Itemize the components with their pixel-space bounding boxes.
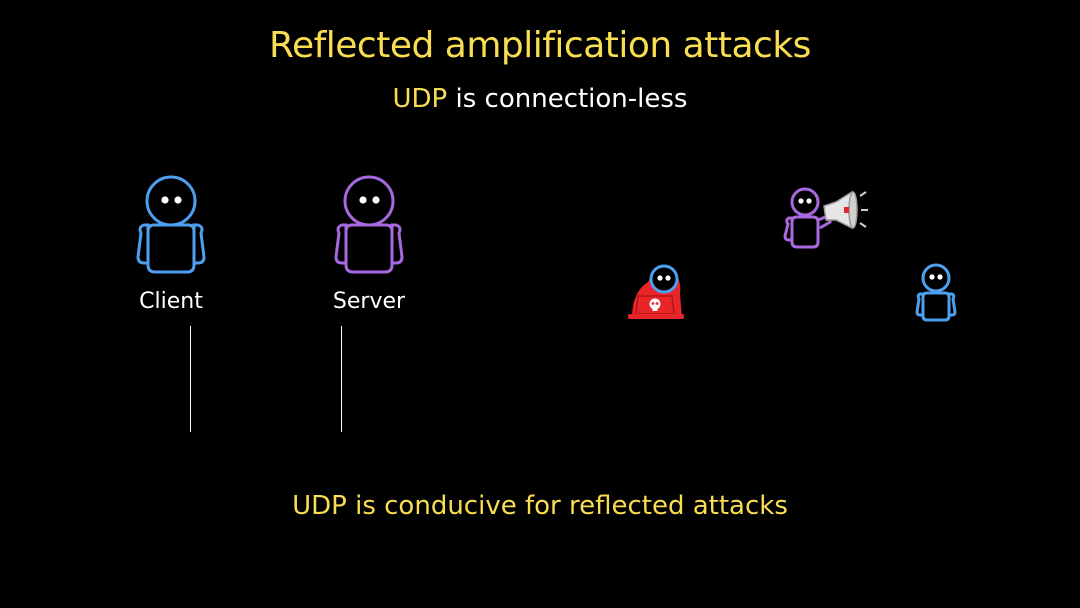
client-lifeline: [190, 326, 191, 432]
server-person-icon: [332, 175, 406, 277]
subtitle-rest: is connection-less: [447, 84, 688, 114]
client-person-icon: [134, 175, 208, 277]
client-label: Client: [139, 289, 203, 314]
subtitle-highlight: UDP: [392, 84, 448, 114]
slide-title: Reflected amplification attacks: [269, 25, 811, 66]
victim-person-icon: [914, 262, 960, 324]
server-lifeline: [341, 326, 342, 432]
person-megaphone-icon: [780, 180, 872, 252]
server-label: Server: [332, 289, 406, 314]
slide-subtitle: UDP is connection-less: [0, 80, 1080, 118]
hooded-hacker-laptop-icon: [626, 262, 688, 322]
bottom-note: UDP is conducive for reflected attacks: [292, 491, 788, 521]
